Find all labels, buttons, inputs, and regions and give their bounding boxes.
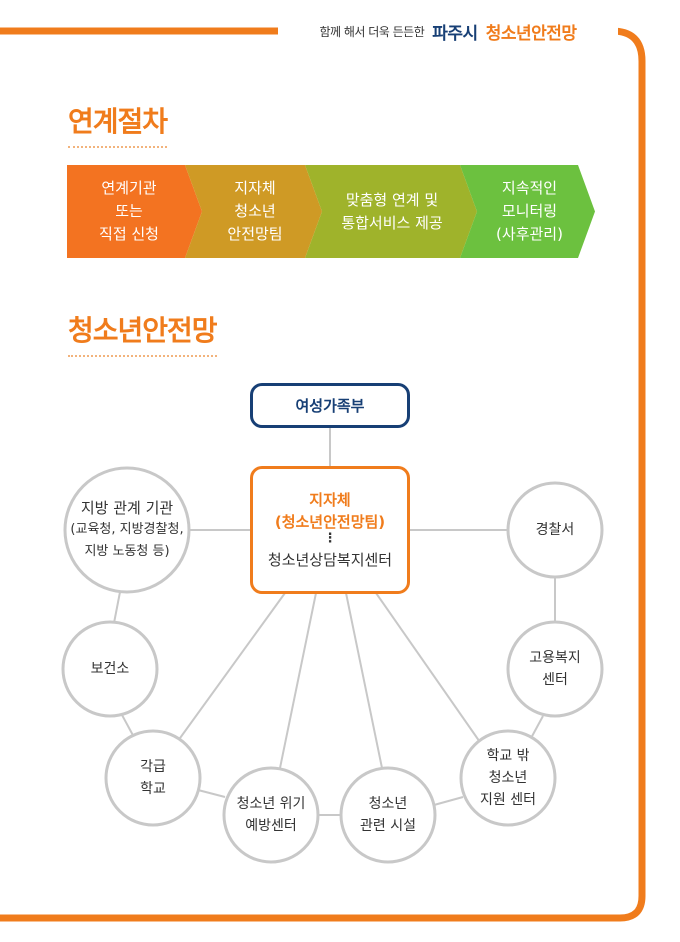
outofschool-line1: 학교 밖 [486, 748, 530, 764]
ministry-node: 여성가족부 [250, 383, 410, 428]
facility-line2: 관련 시설 [360, 818, 416, 834]
crisis-circle [222, 766, 320, 864]
link-hub-outofschool [375, 592, 483, 746]
employment-line2: 센터 [542, 672, 568, 688]
facility-line1: 청소년 [368, 796, 408, 812]
school-circle [104, 729, 202, 827]
hub-title: 지자체 (청소년안전망팀) [274, 491, 386, 531]
school-line1: 각급 [140, 759, 166, 775]
police-node: 경찰서 [508, 483, 602, 577]
header-banner: 함께 해서 더욱 든든한 파주시 청소년안전망 [278, 16, 618, 46]
frame-line [0, 27, 646, 922]
step-arrow-1 [67, 165, 202, 258]
employment-circle [506, 620, 604, 718]
health-label: 보건소 [90, 661, 130, 677]
crisis-node: 청소년 위기 예방센터 [224, 768, 318, 862]
link-hub-school [174, 592, 286, 746]
local-agency-node: 지방 관계 기관 (교육청, 지방경찰청, 지방 노동청 등) [65, 468, 189, 592]
step-label-1: 연계기관 또는 직접 신청 [99, 179, 159, 243]
local-agency-line3: 지방 노동청 등) [84, 544, 170, 559]
procedure-title: 연계절차 [68, 100, 168, 148]
employment-node: 고용복지 센터 [508, 622, 602, 716]
link-hub-facility [345, 592, 383, 769]
step-arrow-2 [185, 165, 322, 258]
local-agency-title: 지방 관계 기관 [80, 499, 174, 517]
outofschool-line3: 지원 센터 [480, 792, 536, 808]
crisis-line2: 예방센터 [245, 818, 297, 834]
outofschool-node: 학교 밖 청소년 지원 센터 [461, 731, 555, 825]
police-label: 경찰서 [535, 522, 575, 538]
link-hub-crisis [279, 592, 317, 769]
hub-node: 지자체 (청소년안전망팀) ⋮ 청소년상담복지센터 [250, 466, 410, 594]
header-city: 파주시 [432, 23, 478, 44]
step-label-3: 맞춤형 연계 및 통합서비스 제공 [341, 190, 443, 232]
step-arrows [67, 165, 595, 258]
health-node: 보건소 [63, 622, 157, 716]
link-local-health [113, 591, 121, 624]
step-label-4: 지속적인 모니터링 (사후관리) [496, 179, 563, 243]
school-node: 각급 학교 [106, 731, 200, 825]
outofschool-circle [459, 729, 557, 827]
facility-circle [339, 766, 437, 864]
header-slogan: 함께 해서 더욱 든든한 [319, 24, 425, 39]
step-arrow-4 [460, 165, 595, 258]
school-line2: 학교 [140, 781, 166, 797]
facility-node: 청소년 관련 시설 [341, 768, 435, 862]
step-label-2: 지자체 청소년 안전망팀 [227, 179, 283, 243]
local-agency-circle [63, 466, 191, 594]
link-facility-outofschool [433, 796, 464, 806]
local-agency-line2: (교육청, 지방경찰청, [70, 522, 184, 537]
employment-line1: 고용복지 [529, 650, 581, 666]
step-arrow-3 [305, 165, 477, 258]
hub-dots: ⋮ [323, 531, 337, 546]
link-school-crisis [197, 789, 226, 798]
header-network: 청소년안전망 [485, 23, 577, 44]
procedure-steps: 연계기관 또는 직접 신청 지자체 청소년 안전망팀 맞춤형 연계 및 통합서비… [67, 165, 595, 258]
health-circle [61, 620, 159, 718]
police-circle [506, 481, 604, 579]
hub-subtitle: 청소년상담복지센터 [267, 551, 393, 569]
outofschool-line2: 청소년 [488, 770, 528, 786]
network-title: 청소년안전망 [68, 309, 218, 357]
crisis-line1: 청소년 위기 [236, 796, 306, 812]
